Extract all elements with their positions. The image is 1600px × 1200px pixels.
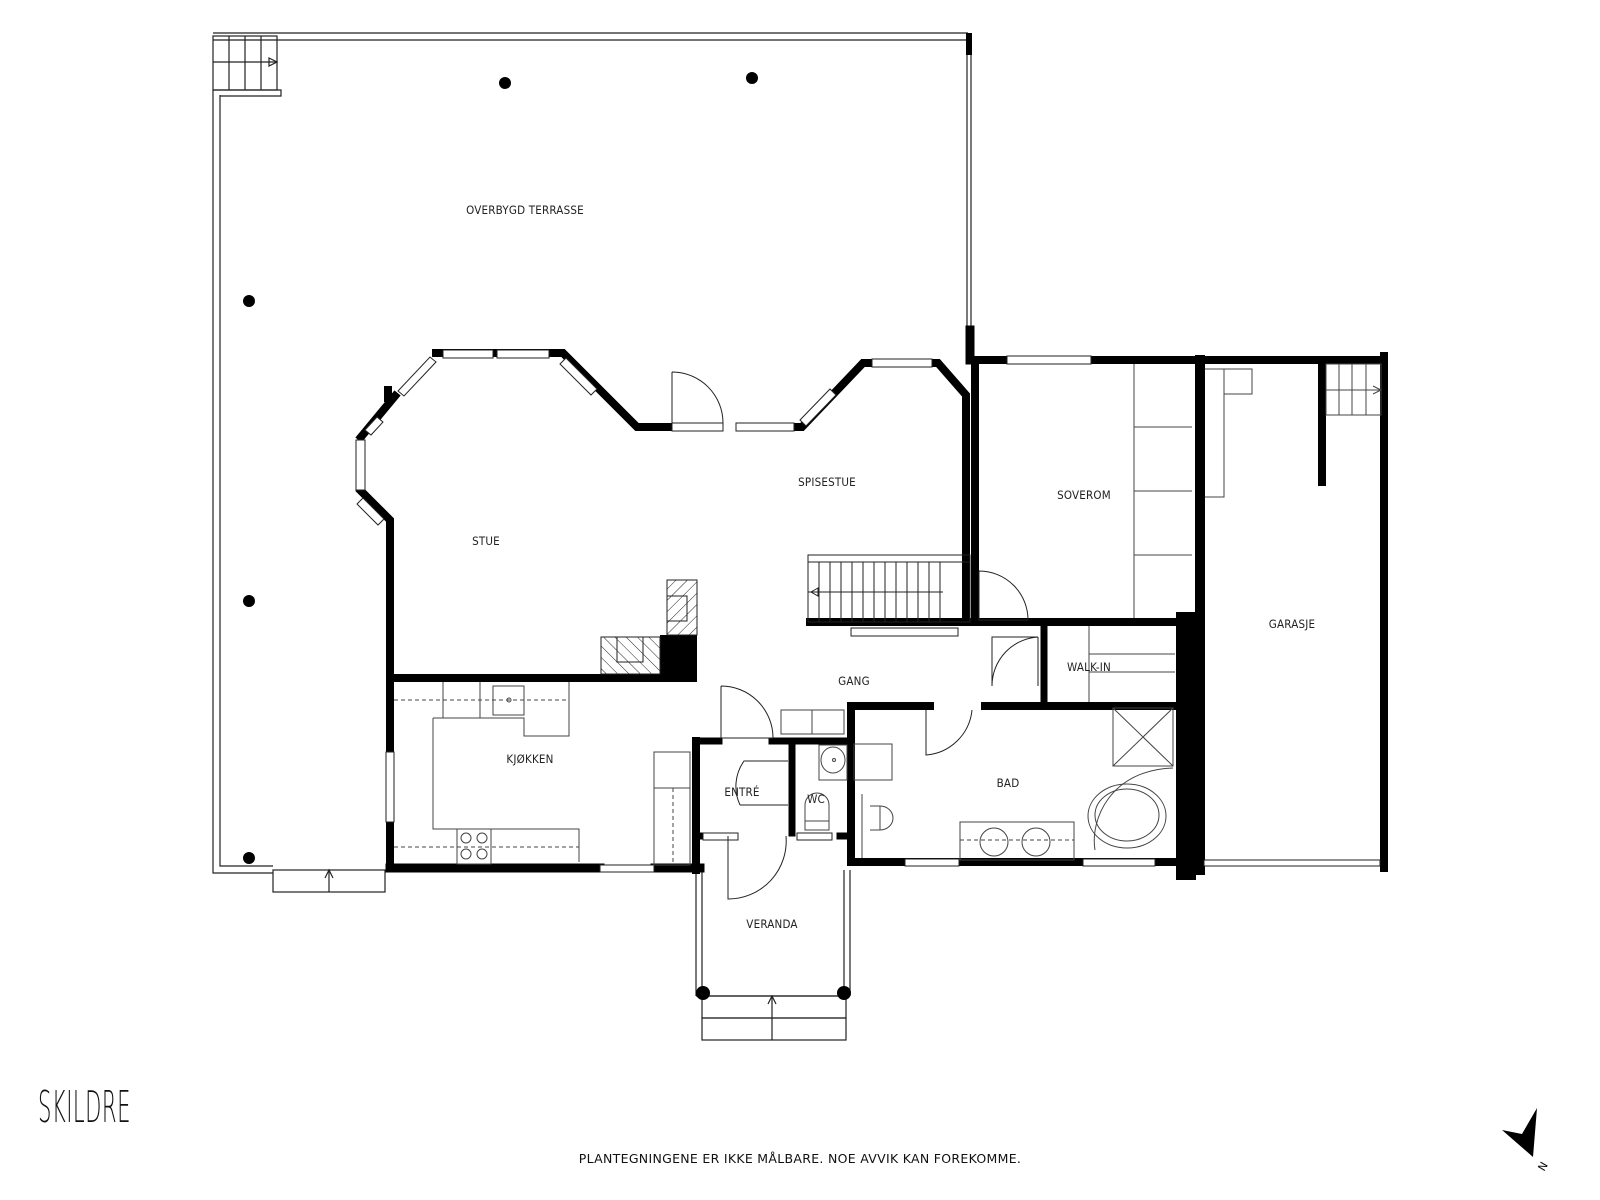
room-label-overbygd-terrasse: OVERBYGD TERRASSE (466, 203, 584, 217)
bath-fixtures (853, 707, 1174, 861)
terrace-outline (212, 32, 972, 874)
room-label-stue: STUE (472, 534, 500, 548)
walls (355, 33, 1388, 880)
interior-stair (807, 554, 971, 623)
room-label-entre: ENTRÉ (724, 785, 760, 799)
room-label-soverom: SOVEROM (1057, 488, 1111, 502)
room-label-bad: BAD (996, 776, 1020, 790)
windows (355, 349, 1381, 873)
room-label-garasje: GARASJE (1268, 617, 1316, 631)
disclaimer-text: PLANTEGNINGENE ER IKKE MÅLBARE. NOE AVVI… (578, 1151, 1022, 1166)
north-arrow-icon (1502, 1108, 1537, 1157)
columns (243, 72, 851, 1000)
terrace-stair (212, 35, 279, 91)
room-label-gang: GANG (838, 674, 870, 688)
chimney-block (384, 386, 697, 682)
walk-in-shelves (1088, 626, 1175, 702)
kitchen-fixtures (394, 682, 845, 866)
wardrobes (1133, 364, 1192, 618)
fireplace (600, 579, 698, 675)
bay-windows (356, 356, 837, 526)
terrace-step (272, 868, 386, 893)
brand-logo: SKILDRE (38, 1082, 131, 1133)
wc-fixtures (804, 744, 848, 831)
room-label-veranda: VERANDA (746, 917, 798, 931)
room-label-walk-in: WALK-IN (1067, 660, 1111, 674)
doors (671, 371, 1039, 900)
room-label-spisestue: SPISESTUE (798, 475, 856, 489)
room-label-wc: WC (807, 792, 825, 806)
room-label-kjokken: KJØKKEN (506, 752, 554, 766)
garage-fixtures (1205, 363, 1383, 498)
veranda-outline (695, 870, 851, 1041)
